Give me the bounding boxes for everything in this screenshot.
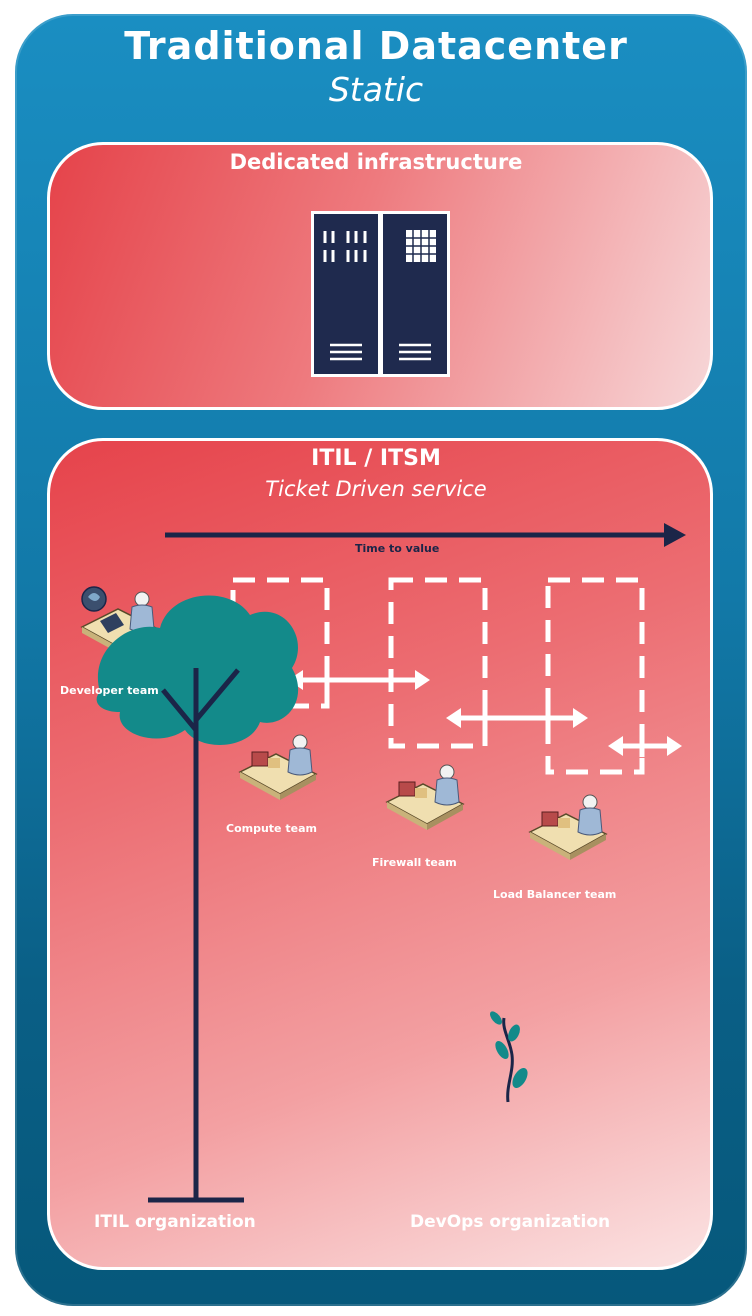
workstation-icon — [528, 794, 608, 860]
workstation-icon — [385, 764, 465, 830]
firewall-team-label: Firewall team — [372, 856, 457, 869]
tree-icon — [96, 595, 299, 1203]
itil-panel — [47, 438, 713, 1270]
server-rack-icon — [311, 211, 450, 377]
time-to-value-label: Time to value — [355, 542, 440, 555]
handoff-arrow-2 — [288, 669, 430, 691]
loadbalancer-process-box — [545, 577, 645, 775]
workstation-icon — [238, 734, 318, 800]
page-title: Traditional Datacenter — [124, 24, 628, 68]
infrastructure-title: Dedicated infrastructure — [229, 150, 523, 174]
sprout-icon — [490, 1011, 528, 1103]
itil-title: ITIL / ITSM — [311, 446, 441, 471]
firewall-process-box — [388, 577, 488, 749]
itil-subtitle: Ticket Driven service — [265, 477, 487, 501]
compute-team-label: Compute team — [226, 822, 317, 835]
page-subtitle: Static — [328, 70, 424, 109]
handoff-arrow-4 — [608, 735, 682, 757]
handoff-arrow-3 — [446, 707, 588, 729]
itil-organization-label: ITIL organization — [94, 1212, 256, 1232]
time-to-value-arrow — [165, 523, 686, 547]
devops-organization-label: DevOps organization — [410, 1212, 611, 1232]
developer-team-label: Developer team — [60, 684, 159, 697]
load-balancer-team-label: Load Balancer team — [493, 888, 617, 901]
